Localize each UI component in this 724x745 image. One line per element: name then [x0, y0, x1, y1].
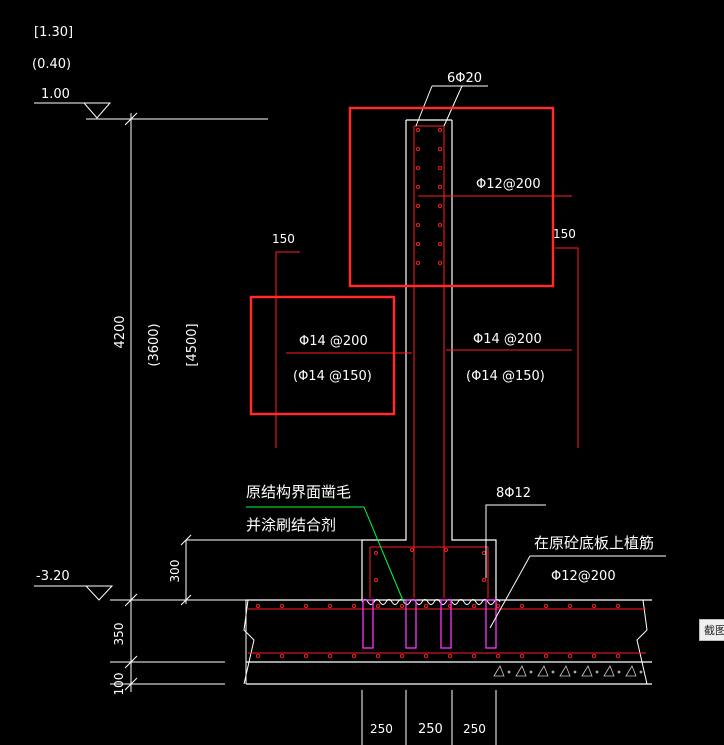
- dim-bottom-1: 250: [370, 722, 393, 736]
- dim-slab: 350: [112, 623, 126, 646]
- blinding-hatch: [493, 665, 643, 677]
- note-interface-2: 并涂刷结合剂: [246, 516, 336, 534]
- label-top-bars: 6Φ20: [447, 71, 482, 86]
- note-dowel: 在原砼底板上植筋: [534, 534, 654, 552]
- dim-offset-right: 150: [553, 227, 576, 241]
- dim-height-main: 4200: [113, 315, 128, 348]
- label-wall-left-alt: (Φ14 @150): [293, 369, 372, 384]
- dim-height-bracket: [4500]: [185, 323, 200, 366]
- level-bottom: -3.20: [36, 569, 70, 584]
- level-top-bracket: [1.30]: [34, 25, 73, 40]
- dowels: [362, 599, 497, 649]
- level-triangle-bottom: [84, 585, 114, 601]
- label-curb-bars: 8Φ12: [496, 486, 531, 501]
- note-interface-1: 原结构界面凿毛: [246, 483, 351, 501]
- rough-interface: [361, 599, 501, 605]
- label-wall-right-main: Φ14 @200: [473, 332, 542, 347]
- dim-bottom-2: 250: [418, 722, 443, 737]
- highlight-box-left: [249, 295, 396, 416]
- label-wall-right-alt: (Φ14 @150): [466, 369, 545, 384]
- level-triangle-top: [82, 102, 112, 119]
- highlight-box-upper: [348, 106, 555, 288]
- label-wall-upper: Φ12@200: [476, 177, 541, 192]
- dim-blinding: 100: [112, 673, 126, 696]
- wall-right-outline: [451, 120, 497, 600]
- level-top-paren: (0.40): [32, 57, 71, 72]
- level-top: 1.00: [41, 87, 70, 102]
- leader-interface-diag: [363, 506, 405, 604]
- dim-bottom-3: 250: [463, 722, 486, 736]
- label-wall-left-main: Φ14 @200: [299, 334, 368, 349]
- wall-rebar-dots: [373, 127, 487, 583]
- slab-rebar-dots: [255, 603, 621, 659]
- label-dowel: Φ12@200: [551, 569, 616, 584]
- screenshot-tab-button[interactable]: 截图: [699, 619, 724, 641]
- dim-offset-left: 150: [272, 232, 295, 246]
- wall-left-outline: [361, 120, 407, 600]
- dim-height-paren: (3600): [147, 323, 162, 366]
- dim-curb: 300: [168, 560, 182, 583]
